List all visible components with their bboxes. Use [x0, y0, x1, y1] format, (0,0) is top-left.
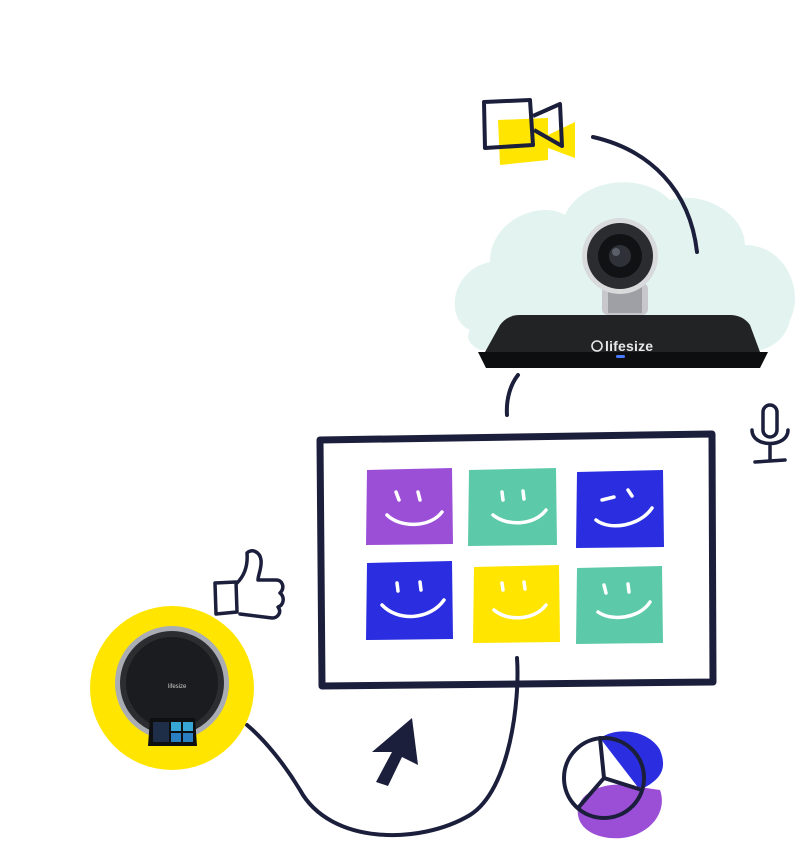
tile-blue-smile [366, 561, 453, 640]
tile-teal-smile [468, 468, 557, 546]
thumbs-up-icon [213, 549, 285, 620]
tile-blue-wink [576, 470, 664, 548]
cursor-icon [372, 718, 418, 786]
pie-chart-icon [562, 731, 664, 839]
conference-phone [90, 606, 254, 770]
conference-camera [478, 218, 768, 368]
tile-yellow-smile [473, 565, 560, 643]
phone-brand-label: lifesize [168, 684, 187, 690]
tile-teal-smile-2 [576, 566, 663, 644]
microphone-icon [750, 403, 790, 464]
camera-brand-label: lifesize [605, 338, 654, 354]
connector-lines [245, 135, 699, 837]
screen-frame [316, 430, 717, 690]
video-camera-icon [482, 98, 575, 165]
tile-purple-smile [366, 468, 453, 545]
